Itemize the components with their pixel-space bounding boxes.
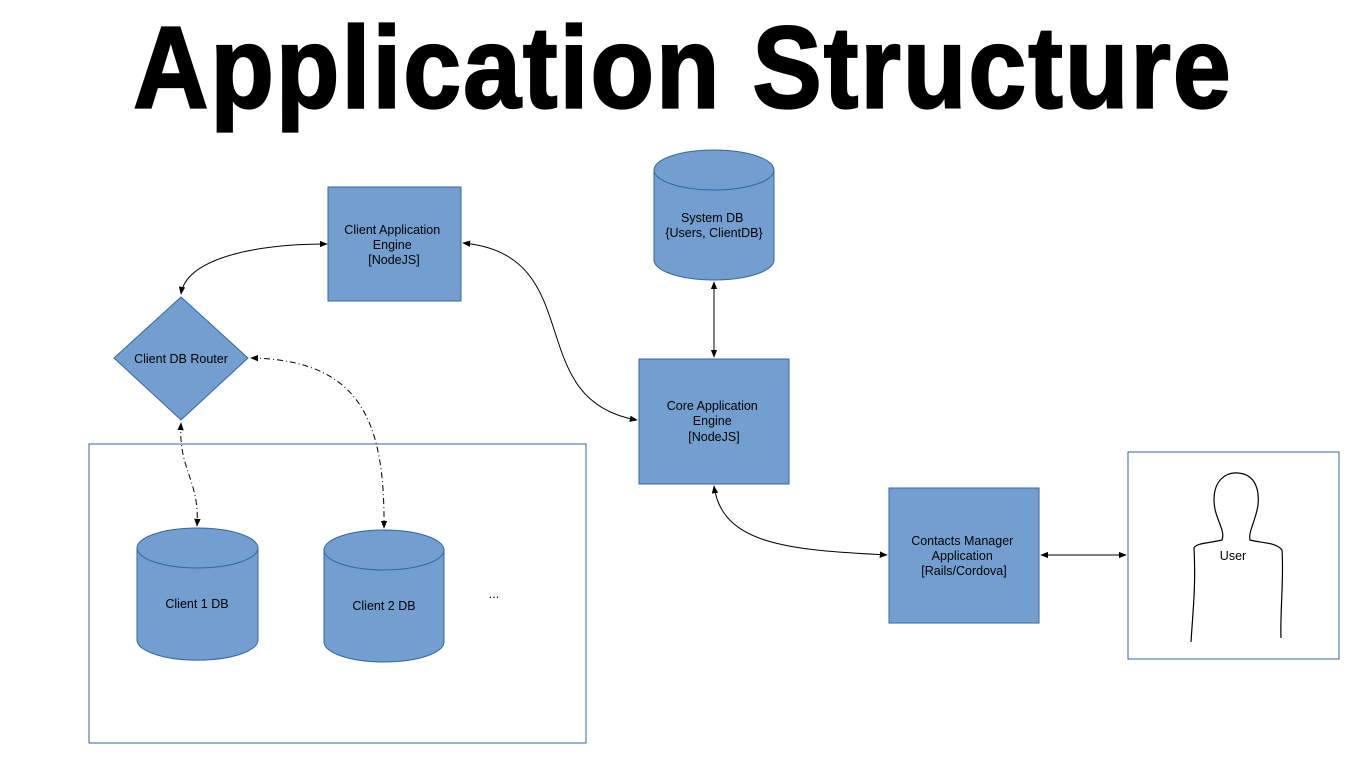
contacts-manager-label: Contacts Manager Application [Rails/Cord…	[911, 534, 1017, 578]
contacts-manager-line-3: [Rails/Cordova]	[921, 564, 1006, 578]
connector-router-to-client-2-db	[250, 354, 388, 529]
client-2-db-line-1: Client 2 DB	[352, 599, 415, 613]
connector-router-to-client-1-db	[177, 422, 201, 527]
user-label: User	[1220, 549, 1246, 563]
core-application-engine-box	[638, 358, 790, 485]
page-title: Application Structure	[132, 2, 1233, 134]
contacts-manager-line-2: Application	[932, 549, 993, 563]
client-db-router-diamond	[113, 296, 249, 421]
user-line-1: User	[1220, 549, 1246, 563]
connector-core-to-contacts-manager	[711, 485, 888, 558]
client-2-db-label: Client 2 DB	[352, 599, 415, 613]
core-application-engine-line-2: Engine	[693, 414, 732, 428]
user-frame	[1127, 451, 1340, 660]
user-silhouette-icon	[1190, 472, 1284, 643]
contacts-manager-line-1: Contacts Manager	[911, 534, 1013, 548]
connector-router-to-client-app	[178, 240, 328, 295]
core-application-engine-label: Core Application Engine [NodeJS]	[667, 399, 762, 444]
client-db-router-label: Client DB Router	[134, 352, 228, 366]
system-db-line-2: {Users, ClientDB}	[665, 226, 762, 240]
client-1-db-line-1: Client 1 DB	[165, 597, 228, 611]
client-1-db-label: Client 1 DB	[165, 597, 228, 611]
system-db-cylinder	[653, 149, 775, 281]
client-application-engine-label: Client Application Engine [NodeJS]	[344, 223, 443, 267]
connector-client-app-to-core	[462, 240, 638, 422]
core-application-engine-line-1: Core Application	[667, 399, 758, 413]
client-application-engine-line-1: Client Application	[344, 223, 440, 237]
client-application-engine-box	[327, 186, 462, 302]
contacts-manager-box	[888, 487, 1040, 624]
system-db-label: System DB {Users, ClientDB}	[665, 211, 762, 240]
client-2-db-cylinder	[323, 529, 445, 663]
more-clients-ellipsis: ...	[489, 587, 499, 601]
core-application-engine-line-3: [NodeJS]	[688, 430, 739, 444]
client-1-db-cylinder	[136, 527, 259, 661]
client-db-router-line-1: Client DB Router	[134, 352, 228, 366]
client-application-engine-line-2: Engine	[373, 238, 412, 252]
client-application-engine-line-3: [NodeJS]	[368, 253, 419, 267]
system-db-line-1: System DB	[681, 211, 744, 225]
